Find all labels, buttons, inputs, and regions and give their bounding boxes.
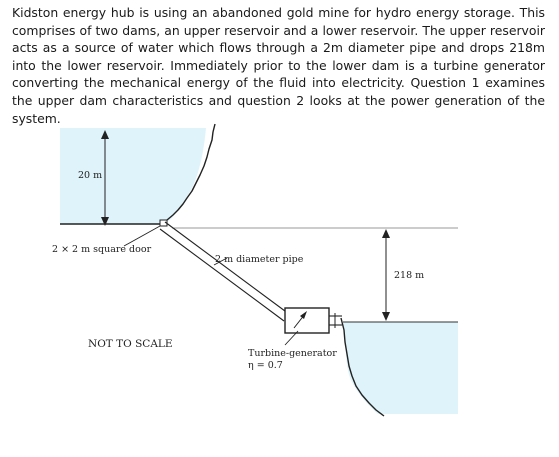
upper-reservoir-bank — [161, 123, 216, 225]
upper-reservoir-water — [60, 128, 206, 224]
drop-dimension — [382, 229, 390, 321]
lower-reservoir-water — [343, 322, 458, 414]
problem-statement: Kidston energy hub is using an abandoned… — [12, 5, 545, 126]
drop-label: 218 m — [394, 270, 424, 281]
turbine-pointer — [284, 330, 299, 346]
depth-label: 20 m — [78, 170, 102, 181]
pipe-label: 2 m diameter pipe — [215, 254, 304, 265]
door-label: 2 × 2 m square door — [52, 244, 152, 255]
turbine-label: Turbine-generator — [248, 348, 337, 359]
outlet-pipe — [329, 313, 342, 328]
door-pointer — [123, 225, 161, 247]
efficiency-label: η = 0.7 — [248, 360, 283, 371]
depth-dimension — [101, 130, 109, 226]
turbine-arrow-icon — [293, 311, 307, 329]
lower-reservoir-bank — [340, 317, 385, 417]
pipe-pointer — [213, 257, 228, 266]
turbine-generator-box — [284, 307, 330, 334]
penstock-pipe — [159, 221, 290, 322]
scale-note: NOT TO SCALE — [88, 338, 173, 350]
